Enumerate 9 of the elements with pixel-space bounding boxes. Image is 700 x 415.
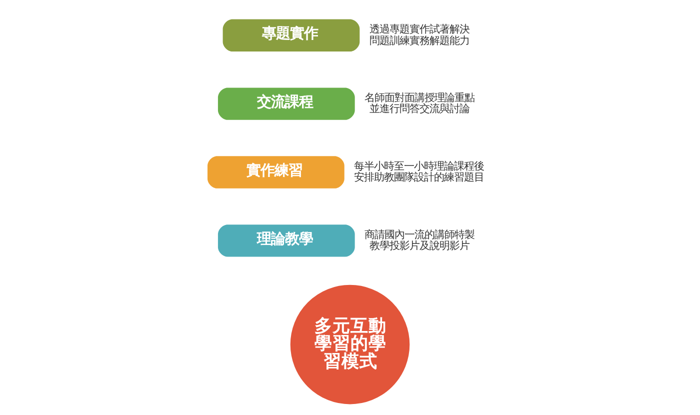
node-label: 透過專題實作試著解決問題訓練實務解題能力	[369, 23, 470, 47]
node-label: 商請國內一流的講師特製教學投影片及說明影片	[364, 228, 474, 252]
node-label: 每半小時至一小時理論課程後安排助教團隊設計的練習題目	[354, 160, 484, 184]
node-box: 實作練習	[208, 156, 344, 188]
node-label: 名師面對面講授理論重點並進行問答交流與討論	[364, 92, 474, 116]
node-box: 理論教學	[218, 224, 355, 257]
node-box: 交流課程	[218, 88, 355, 120]
node-box: 專題實作	[222, 19, 360, 52]
node-circle: 多元互動學習的學習模式	[290, 284, 410, 404]
